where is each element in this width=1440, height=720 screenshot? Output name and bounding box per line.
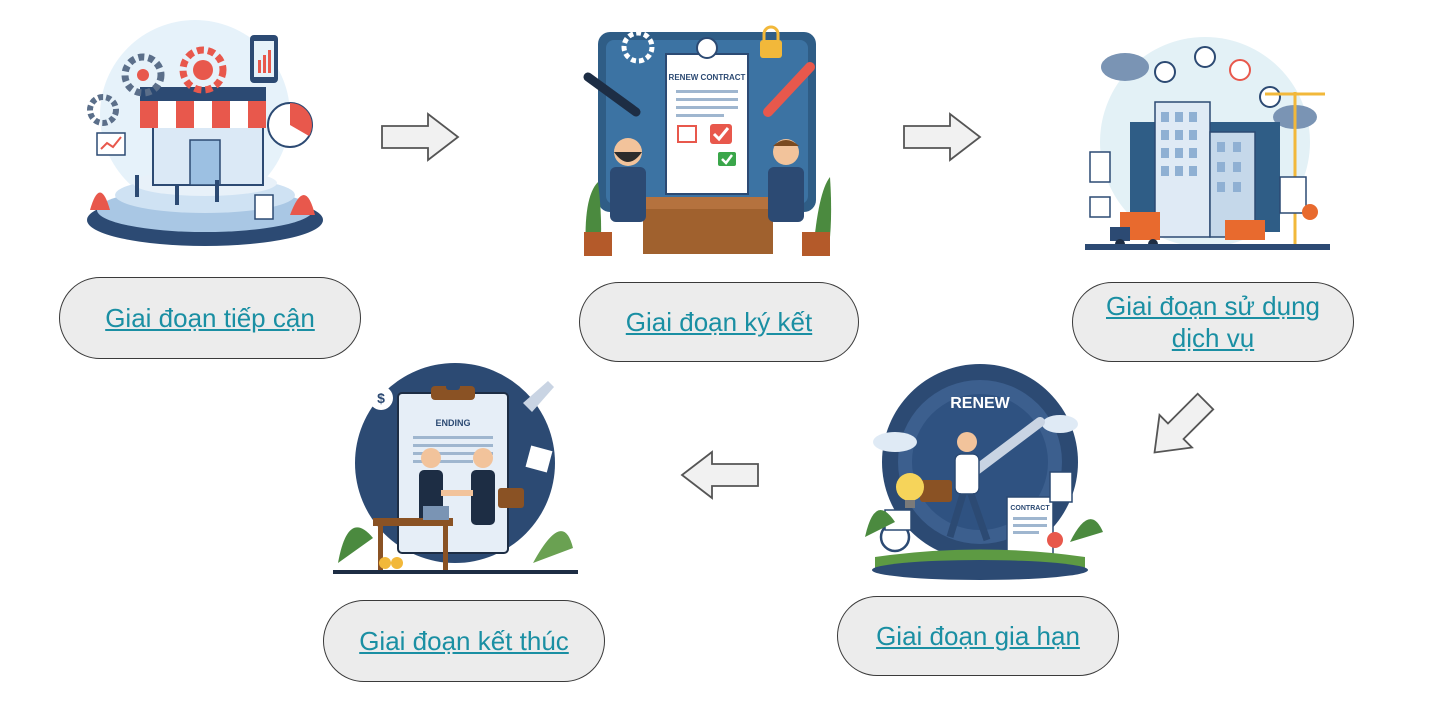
arrow-left	[680, 450, 759, 500]
ending-doc-text: ENDING	[435, 418, 470, 428]
arrow-right-1	[381, 112, 460, 162]
stage-link-service-use[interactable]: Giai đoạn sử dụng dịch vụ	[1106, 291, 1320, 353]
stage-link-approach[interactable]: Giai đoạn tiếp cận	[105, 303, 315, 333]
stage-link-ending[interactable]: Giai đoạn kết thúc	[359, 626, 569, 656]
storefront-illustration	[87, 20, 323, 246]
city-services-illustration	[1085, 37, 1330, 250]
arrow-down-left	[1153, 392, 1215, 454]
stage-pill-ending: Giai đoạn kết thúc	[323, 600, 605, 682]
stage-pill-renewal: Giai đoạn gia hạn	[837, 596, 1119, 676]
stage-link-renewal[interactable]: Giai đoạn gia hạn	[876, 621, 1080, 651]
svg-text:$: $	[377, 390, 385, 406]
renew-doc-text: CONTRACT	[1010, 505, 1050, 512]
stage-pill-signing: Giai đoạn ký kết	[579, 282, 859, 362]
contract-signing-illustration: RENEW CONTRACT	[583, 25, 832, 256]
renew-contract-doc-text: RENEW CONTRACT	[669, 73, 746, 82]
contract-ending-illustration: ENDING $	[333, 363, 578, 574]
stage-pill-approach: Giai đoạn tiếp cận	[59, 277, 361, 359]
arrow-right-2	[903, 112, 982, 162]
stage-link-signing[interactable]: Giai đoạn ký kết	[625, 307, 813, 337]
renew-banner-text: RENEW	[950, 395, 1010, 412]
renewal-illustration: RENEW CONTRACT	[865, 364, 1103, 580]
stage-pill-service-use: Giai đoạn sử dụng dịch vụ	[1072, 282, 1354, 362]
